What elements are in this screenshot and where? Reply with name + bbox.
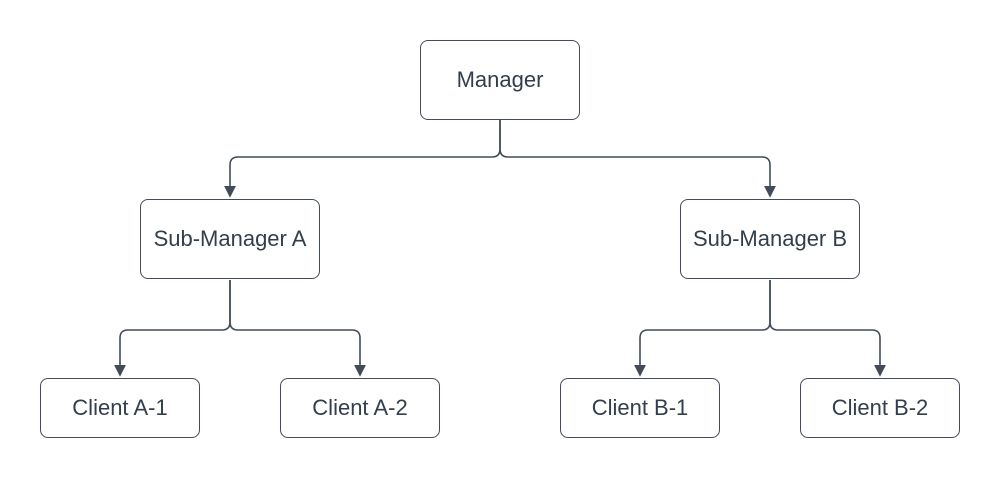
node-sub_b: Sub-Manager B bbox=[680, 199, 860, 279]
node-label-client_a2: Client A-2 bbox=[312, 394, 408, 420]
node-label-sub_a: Sub-Manager A bbox=[153, 225, 307, 251]
node-sub_a: Sub-Manager A bbox=[140, 199, 320, 279]
node-manager: Manager bbox=[420, 40, 580, 120]
node-label-client_b1: Client B-1 bbox=[591, 394, 689, 420]
edge-sub_a-to-client_a1 bbox=[114, 280, 231, 377]
edge-manager-to-sub_a bbox=[224, 120, 501, 198]
edge-sub_a-to-client_a2 bbox=[229, 280, 366, 377]
connector-group bbox=[114, 120, 886, 377]
edge-manager-to-sub_b bbox=[499, 120, 776, 198]
node-label-manager: Manager bbox=[456, 66, 544, 92]
node-client_b1: Client B-1 bbox=[560, 378, 720, 438]
node-label-client_b2: Client B-2 bbox=[831, 394, 929, 420]
edge-sub_b-to-client_b1 bbox=[634, 280, 771, 377]
node-client_a1: Client A-1 bbox=[40, 378, 200, 438]
edge-sub_b-to-client_b2 bbox=[769, 280, 886, 377]
node-label-sub_b: Sub-Manager B bbox=[692, 225, 848, 251]
node-client_b2: Client B-2 bbox=[800, 378, 960, 438]
node-client_a2: Client A-2 bbox=[280, 378, 440, 438]
node-label-client_a1: Client A-1 bbox=[72, 394, 168, 420]
